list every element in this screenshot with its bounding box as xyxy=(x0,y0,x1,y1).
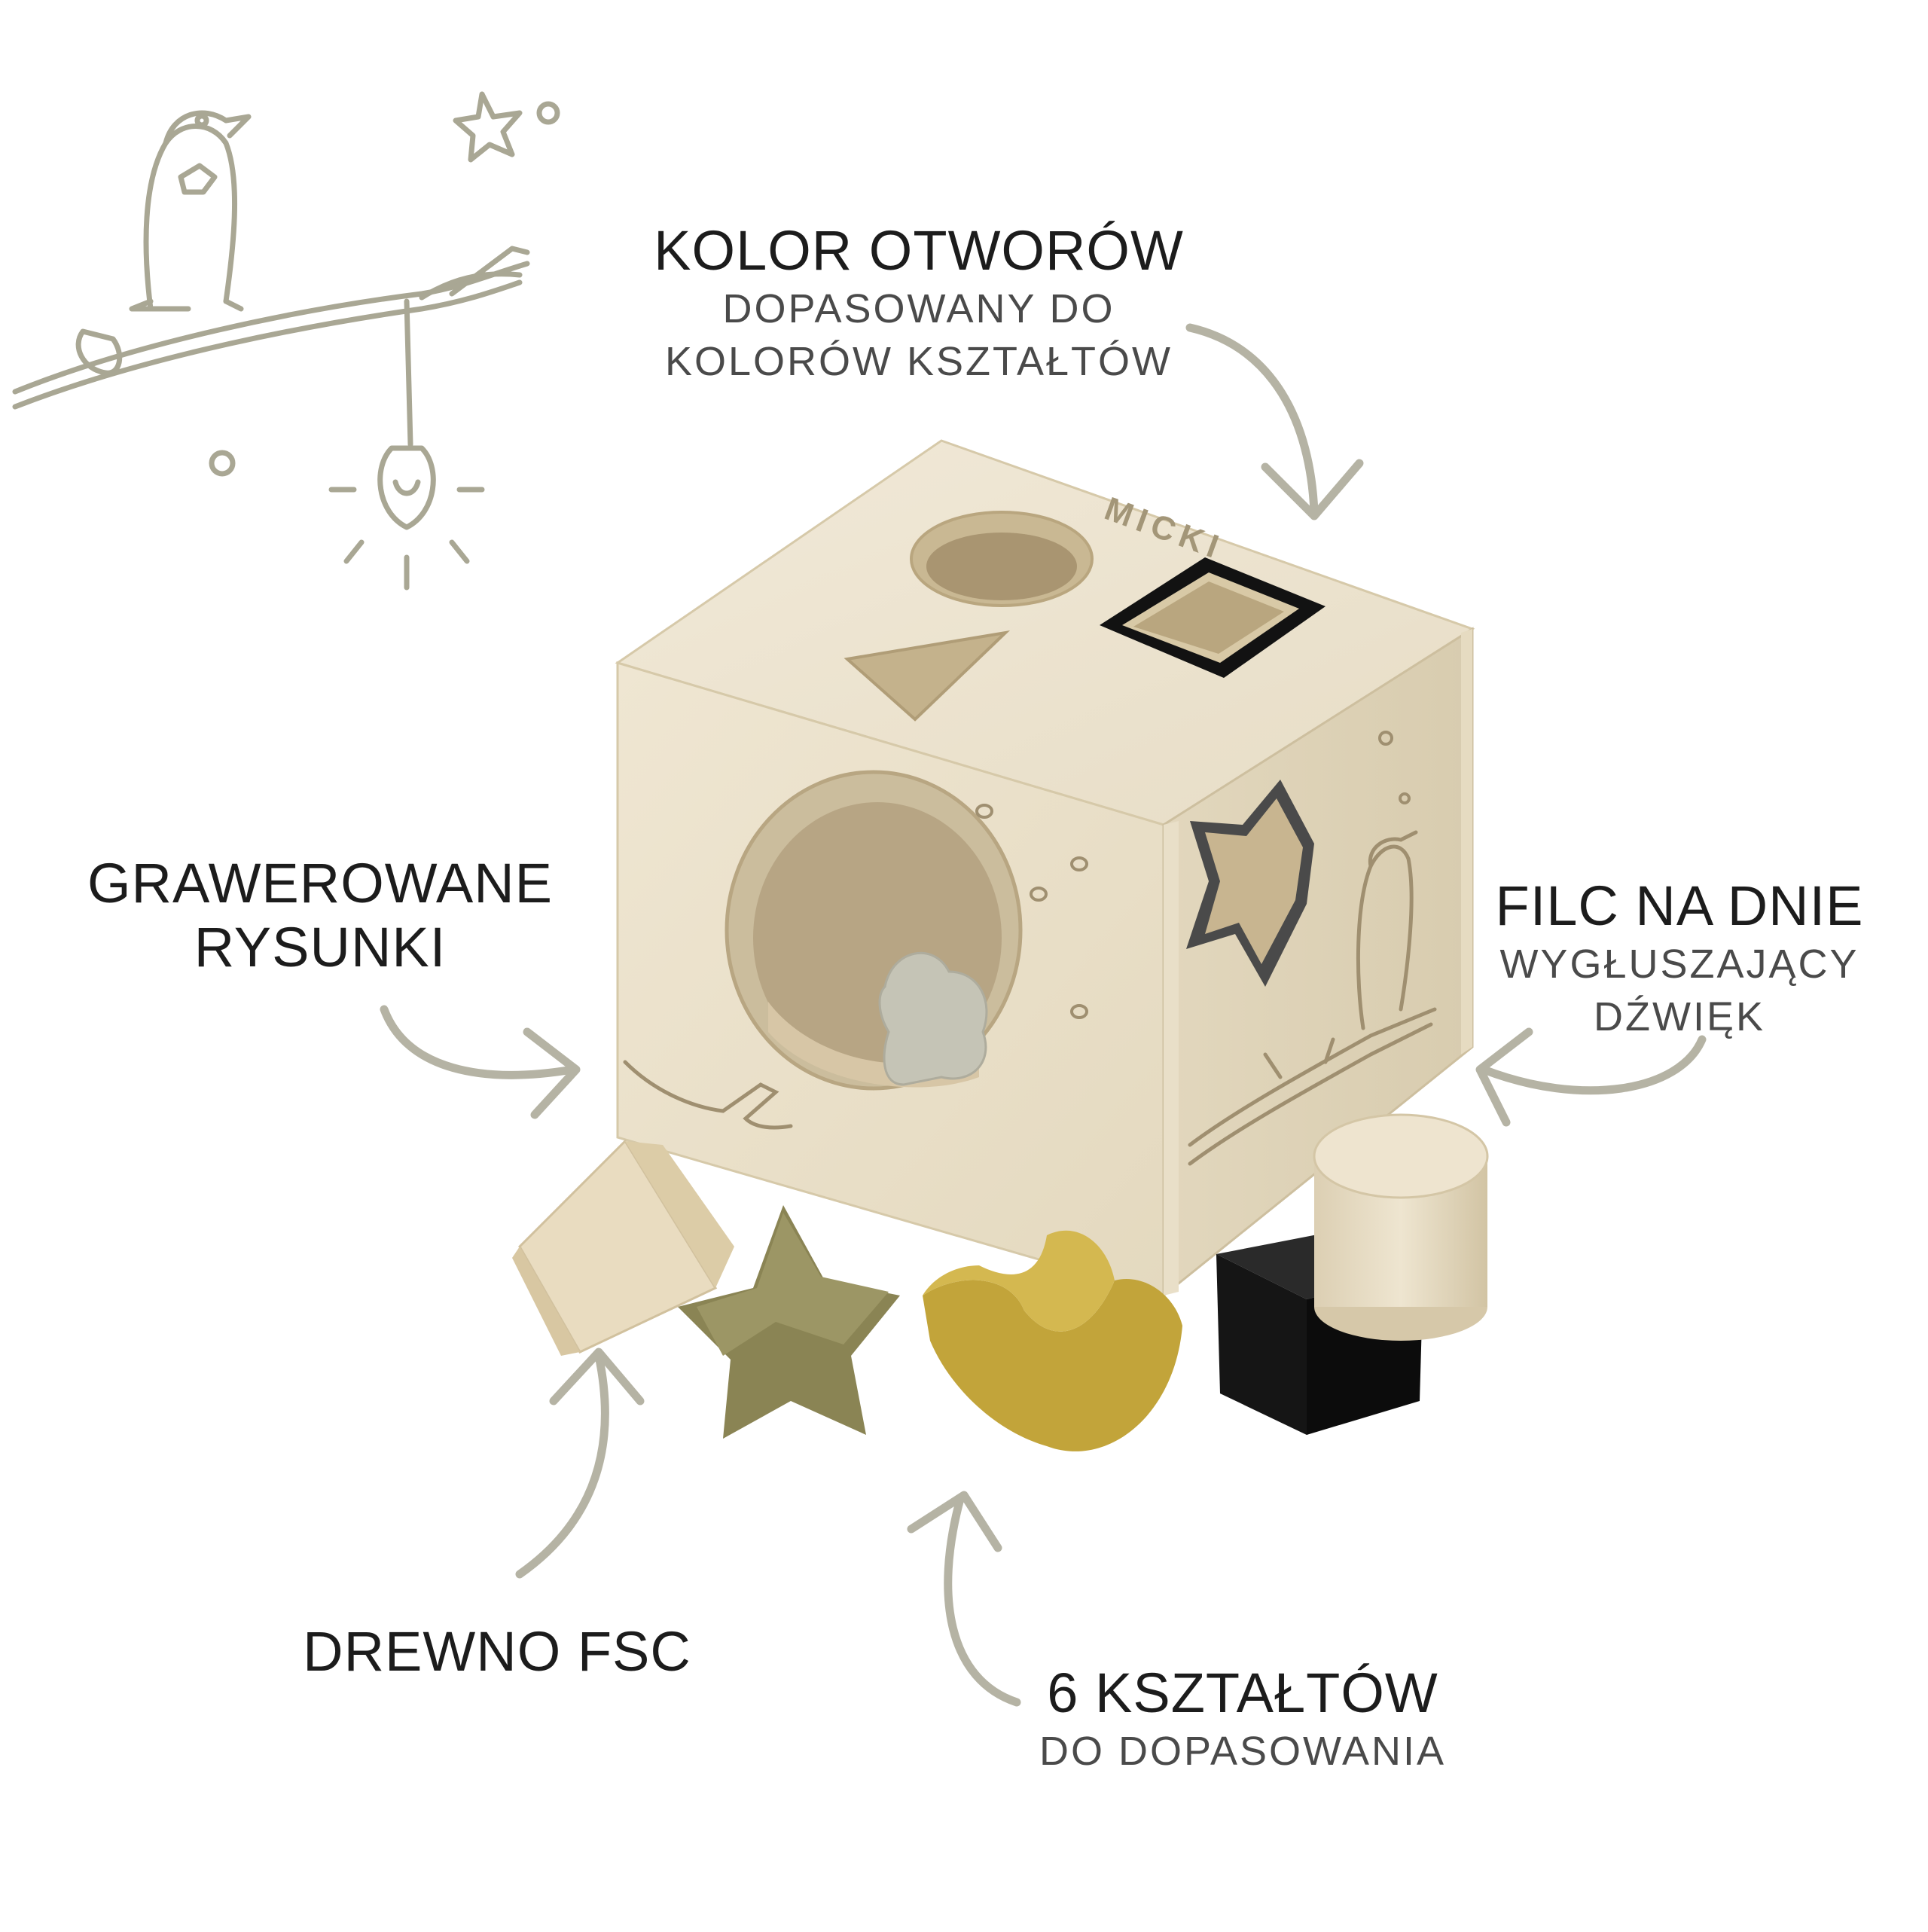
shape-cloud-inside xyxy=(878,951,988,1086)
label-drewno-fsc: DREWNO FSC xyxy=(271,1619,723,1683)
top-hole-triangle xyxy=(844,630,1011,722)
label-grawerowane-title-2: RYSUNKI xyxy=(194,916,447,979)
label-drewno-title: DREWNO FSC xyxy=(303,1620,691,1683)
shape-cylinder xyxy=(1313,1113,1489,1341)
engraved-mouse-side xyxy=(1188,830,1437,1166)
arrow-kolor-head xyxy=(1261,459,1364,520)
callout-arrows xyxy=(380,323,1707,1707)
label-filc-sub-2: DŹWIĘK xyxy=(1594,994,1765,1040)
label-kolor-title: KOLOR OTWORÓW xyxy=(654,219,1184,282)
shape-sorter-cube: MICKI xyxy=(615,439,1475,1299)
arrow-6-ksztaltow-head xyxy=(907,1491,1002,1552)
shape-star xyxy=(678,1205,900,1439)
label-grawerowane-rysunki: GRAWEROWANE RYSUNKI xyxy=(45,851,595,979)
arrow-grawerowane-head xyxy=(523,1027,581,1119)
shape-triangle xyxy=(512,1139,734,1356)
engraved-branch-front xyxy=(623,1060,793,1130)
decorative-mouse-drawing xyxy=(12,91,560,591)
label-kolor-sub-2: KOLORÓW KSZTAŁTÓW xyxy=(664,339,1173,385)
label-kolor-sub-1: DOPASOWANY DO xyxy=(722,286,1115,332)
label-filc-sub-1: WYGŁUSZAJĄCY xyxy=(1499,942,1859,987)
arrow-drewno-head xyxy=(549,1348,645,1406)
arrow-filc xyxy=(1479,1035,1707,1095)
arrow-grawerowane xyxy=(380,1005,577,1079)
label-filc-title: FILC NA DNIE xyxy=(1495,874,1864,937)
arrow-kolor xyxy=(1185,323,1319,517)
engraved-dots xyxy=(975,731,1411,1019)
label-ksztalty-sub: DO DOPASOWANIA xyxy=(1039,1729,1447,1775)
label-kolor-otworow: KOLOR OTWORÓW DOPASOWANY DO KOLORÓW KSZT… xyxy=(572,218,1265,388)
label-filc-na-dnie: FILC NA DNIE WYGŁUSZAJĄCY DŹWIĘK xyxy=(1469,874,1890,1043)
label-ksztalty-title: 6 KSZTAŁTÓW xyxy=(1047,1662,1438,1724)
label-6-ksztaltow: 6 KSZTAŁTÓW DO DOPASOWANIA xyxy=(987,1661,1499,1778)
arrow-drewno xyxy=(515,1351,609,1579)
loose-shapes xyxy=(512,1113,1489,1451)
label-grawerowane-title-1: GRAWEROWANE xyxy=(87,852,554,914)
arrow-filc-head xyxy=(1475,1027,1533,1127)
shape-moon xyxy=(923,1230,1182,1451)
arrow-6-ksztaltow xyxy=(944,1494,1021,1707)
